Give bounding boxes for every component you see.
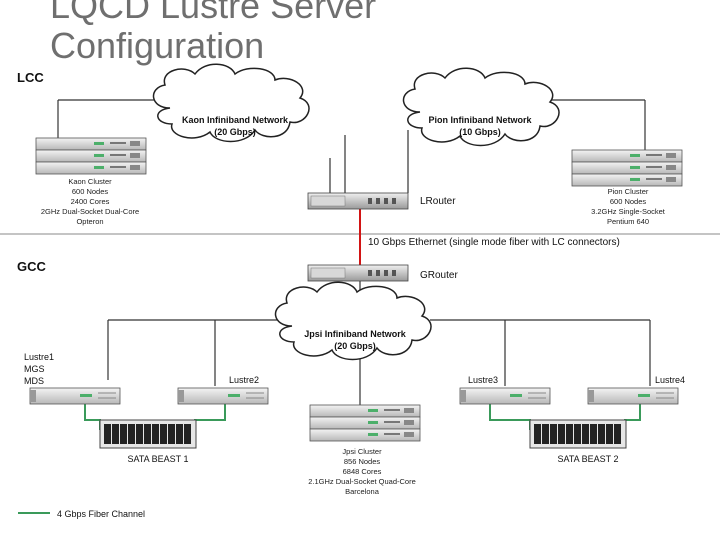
lustre2-label: Lustre2 <box>229 375 259 385</box>
lustre1-label-3: MDS <box>24 376 44 386</box>
lustre1-labels: Lustre1 MGS MDS <box>24 352 54 386</box>
lustre1-label-2: MGS <box>24 364 45 374</box>
kaon-cluster-line-5: Opteron <box>76 217 103 226</box>
pion-cluster-info: Pion Cluster 600 Nodes 3.2GHz Single-Soc… <box>591 187 666 226</box>
kaon-cluster-line-4: 2GHz Dual-Socket Dual-Core <box>41 207 139 216</box>
pion-cluster-line-2: 600 Nodes <box>610 197 647 206</box>
jpsi-cluster-line-3: 6848 Cores <box>343 467 382 476</box>
slide-title: LQCD Lustre Server Configuration <box>50 0 376 66</box>
cloud-pion-name: Pion Infiniband Network <box>429 115 533 125</box>
slide-title-line2: Configuration <box>50 25 265 66</box>
cloud-jpsi-speed: (20 Gbps) <box>334 341 376 351</box>
lustre2-server <box>177 387 269 405</box>
lustre4-server <box>587 387 679 405</box>
cloud-pion-speed: (10 Gbps) <box>459 127 501 137</box>
sata-beast-2 <box>529 419 627 449</box>
pion-cluster-line-4: Pentium 640 <box>607 217 649 226</box>
slide-title-line1: LQCD Lustre Server <box>50 0 377 26</box>
cloud-kaon-name: Kaon Infiniband Network <box>182 115 289 125</box>
pion-cluster-rack <box>571 149 683 187</box>
jpsi-cluster-line-4: 2.1GHz Dual-Socket Quad-Core <box>308 477 416 486</box>
lrouter-device <box>307 192 409 210</box>
lustre3-label: Lustre3 <box>468 375 498 385</box>
cloud-kaon: Kaon Infiniband Network (20 Gbps) <box>152 63 310 143</box>
jpsi-cluster-line-2: 856 Nodes <box>344 457 381 466</box>
lustre1-server <box>29 387 121 405</box>
lrouter-label: LRouter <box>420 196 456 207</box>
kaon-cluster-info: Kaon Cluster 600 Nodes 2400 Cores 2GHz D… <box>41 177 139 226</box>
lustre1-label-1: Lustre1 <box>24 352 54 362</box>
grouter-device <box>307 264 409 282</box>
cloud-jpsi: Jpsi Infiniband Network (20 Gbps) <box>274 281 432 361</box>
grouter-label: GRouter <box>420 270 458 281</box>
kaon-cluster-line-3: 2400 Cores <box>71 197 110 206</box>
sata-beast-1-label: SATA BEAST 1 <box>127 454 188 464</box>
jpsi-cluster-line-1: Jpsi Cluster <box>342 447 382 456</box>
section-label-lcc: LCC <box>17 70 44 85</box>
jpsi-cluster-line-5: Barcelona <box>345 487 380 496</box>
lustre3-server <box>459 387 551 405</box>
lustre4-label: Lustre4 <box>655 375 685 385</box>
pion-cluster-line-3: 3.2GHz Single-Socket <box>591 207 666 216</box>
kaon-cluster-line-2: 600 Nodes <box>72 187 109 196</box>
cloud-jpsi-name: Jpsi Infiniband Network <box>304 329 407 339</box>
kaon-cluster-rack <box>35 137 147 175</box>
pion-cluster-line-1: Pion Cluster <box>608 187 649 196</box>
cloud-pion: Pion Infiniband Network (10 Gbps) <box>402 67 560 147</box>
sata-beast-2-label: SATA BEAST 2 <box>557 454 618 464</box>
legend-fiber-label: 4 Gbps Fiber Channel <box>57 509 145 519</box>
jpsi-cluster-info: Jpsi Cluster 856 Nodes 6848 Cores 2.1GHz… <box>308 447 416 496</box>
cloud-kaon-speed: (20 Gbps) <box>214 127 256 137</box>
section-label-gcc: GCC <box>17 259 46 274</box>
kaon-cluster-line-1: Kaon Cluster <box>68 177 112 186</box>
network-links <box>57 99 651 405</box>
jpsi-cluster-rack <box>309 404 421 442</box>
sata-beast-1 <box>99 419 197 449</box>
ethernet-link-label: 10 Gbps Ethernet (single mode fiber with… <box>368 237 620 248</box>
